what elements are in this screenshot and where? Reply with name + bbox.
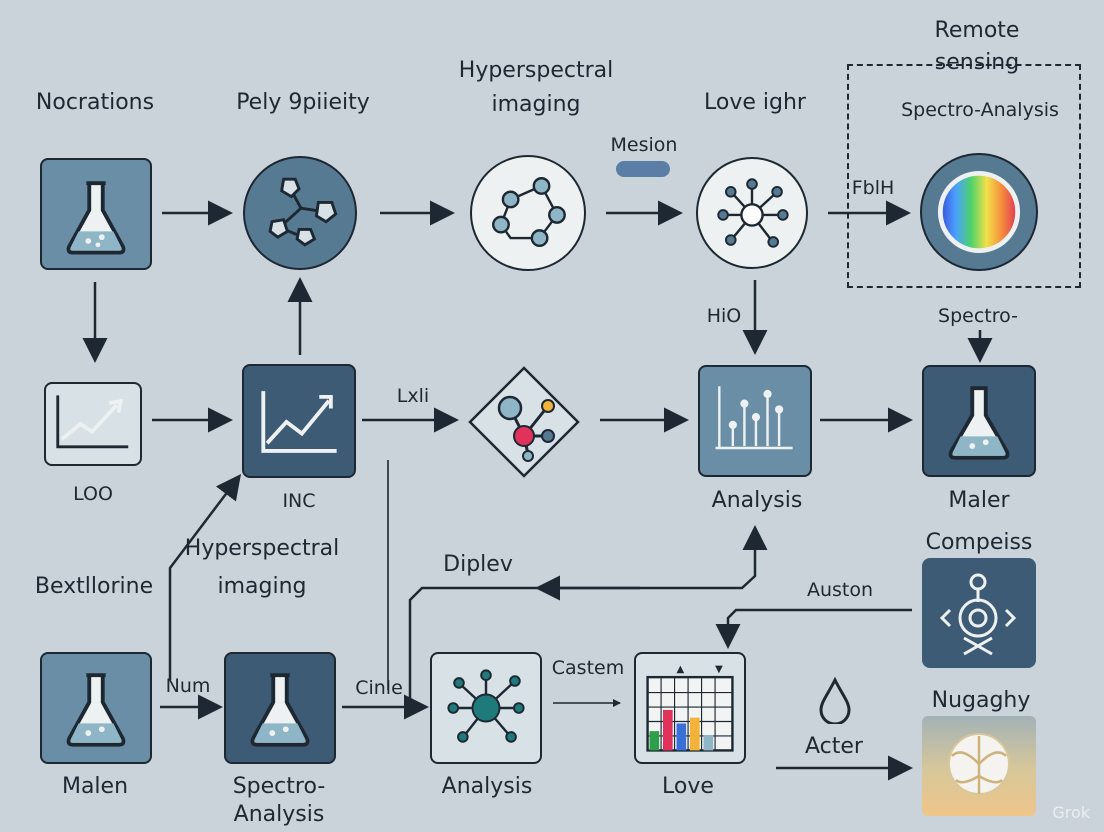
label-hio: HiO <box>706 305 742 327</box>
compeiss-node[interactable] <box>922 558 1036 668</box>
label-analysis-bottom: Analysis <box>441 774 533 799</box>
mesion-pill <box>616 161 670 177</box>
label-pely: Pely 9piieity <box>236 90 370 115</box>
spectrum-icon <box>937 170 1021 254</box>
bar-analysis-icon <box>715 386 793 450</box>
network-node-1[interactable] <box>470 155 586 271</box>
trend-graph-node[interactable] <box>44 382 142 466</box>
label-lxli: Lxli <box>396 385 430 407</box>
label-spectro-dash: Spectro- <box>938 305 1018 327</box>
edge-auston-to-grid <box>715 608 912 649</box>
flask-icon <box>250 673 310 747</box>
label-hyperspectral-top-2: imaging <box>491 92 581 117</box>
label-mesion: Mesion <box>610 134 678 156</box>
label-hyperspectral-mid-1: Hyperspectral <box>184 536 340 561</box>
nugaghy-node[interactable] <box>922 716 1036 816</box>
flask-node-1[interactable] <box>40 158 152 270</box>
flask-icon <box>948 386 1010 460</box>
flask-node-3[interactable] <box>40 652 152 764</box>
flask-node-4[interactable] <box>224 652 336 764</box>
molecule-node-1[interactable] <box>243 156 357 270</box>
chart-node[interactable] <box>242 364 356 478</box>
flask-icon <box>66 181 126 255</box>
label-malen: Malen <box>61 774 129 799</box>
network-icon <box>492 177 566 248</box>
label-spectro-analysis-top: Spectro-Analysis <box>901 99 1059 121</box>
flask-node-2[interactable] <box>922 365 1036 477</box>
label-bextllorine: Bextllorine <box>34 574 154 599</box>
label-hyperspectral-mid-2: imaging <box>217 574 307 599</box>
label-inc: INC <box>282 490 316 512</box>
grid-chart-icon <box>646 665 734 752</box>
line-chart-icon <box>56 395 129 449</box>
label-diplev: Diplev <box>443 552 513 577</box>
label-auston: Auston <box>806 579 874 601</box>
label-love: Love <box>662 774 714 799</box>
label-loo: LOO <box>73 483 113 505</box>
label-spectro-analysis-bottom-1: Spectro- <box>232 774 326 799</box>
label-cinle: Cinle <box>355 677 403 699</box>
bars-analysis-node[interactable] <box>698 365 812 477</box>
hub-node-1[interactable] <box>696 157 808 269</box>
label-nugaghy: Nugaghy <box>931 688 1031 713</box>
molecule-diamond-icon <box>468 366 580 478</box>
label-analysis-mid: Analysis <box>711 488 803 513</box>
spectrum-node[interactable] <box>920 153 1038 271</box>
label-castem: Castem <box>551 657 625 679</box>
label-maler: Maler <box>948 488 1010 513</box>
droplet-icon <box>819 676 851 724</box>
grid-chart-node[interactable] <box>634 652 746 764</box>
edge-num-to-chart <box>168 474 242 680</box>
droplet-node <box>816 676 854 724</box>
label-spectro-analysis-bottom-2: Analysis <box>233 802 325 827</box>
label-sensing: sensing <box>934 50 1020 75</box>
diamond-molecule-node[interactable] <box>466 364 582 480</box>
hub-network-icon <box>717 178 789 248</box>
hub-network-icon <box>447 669 525 743</box>
remote-sensing-group <box>847 64 1081 288</box>
watermark: Grok <box>1052 803 1090 822</box>
lotus-icon <box>948 733 1010 795</box>
label-fblh: FblH <box>851 177 895 199</box>
line-chart-icon <box>261 391 337 453</box>
network-node-3[interactable] <box>430 652 542 764</box>
label-remote: Remote <box>934 18 1020 43</box>
molecule-icon <box>268 177 338 247</box>
label-nocrations: Nocrations <box>35 90 155 115</box>
label-hyperspectral-top-1: Hyperspectral <box>458 58 614 83</box>
label-acter: Acter <box>805 734 863 759</box>
label-compeiss: Compeiss <box>925 530 1033 555</box>
label-love-ighr: Love ighr <box>704 90 806 115</box>
label-num: Num <box>165 675 211 697</box>
gear-figure-icon <box>939 573 1017 656</box>
flask-icon <box>66 673 126 747</box>
